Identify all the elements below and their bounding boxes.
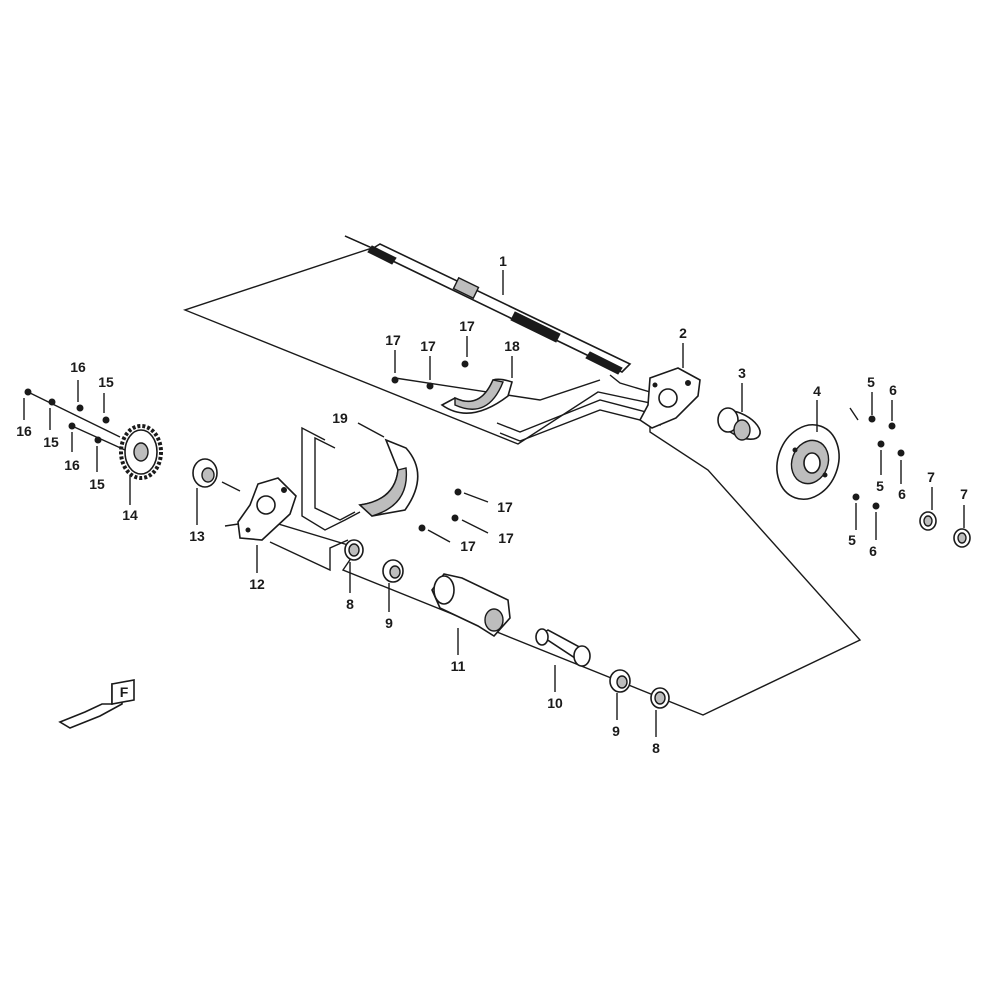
- callout-17c: 17: [459, 318, 475, 334]
- callout-17e: 17: [498, 530, 514, 546]
- callout-17d: 17: [497, 499, 513, 515]
- callout-17f: 17: [460, 538, 476, 554]
- callout-5a: 5: [867, 374, 875, 390]
- bracket-18-2-inner: [496, 399, 651, 433]
- hub-13: [192, 458, 241, 492]
- assembly-boundary: [182, 235, 862, 716]
- callout-12: 12: [249, 576, 265, 592]
- callout-3: 3: [738, 365, 746, 381]
- callout-8b: 8: [652, 740, 660, 756]
- sprocket-bolts: [24, 388, 126, 451]
- callout-16b: 16: [16, 423, 32, 439]
- bracket-plate-12: [237, 477, 297, 541]
- callout-13: 13: [189, 528, 205, 544]
- brake-disc-4: [776, 424, 840, 500]
- nut-7: [919, 511, 971, 548]
- callout-6b: 6: [898, 486, 906, 502]
- callout-18: 18: [504, 338, 520, 354]
- leader-lines: [23, 270, 965, 737]
- callout-9a: 9: [385, 615, 393, 631]
- callout-16c: 16: [64, 457, 80, 473]
- direction-letter: F: [120, 684, 129, 700]
- callout-19: 19: [332, 410, 348, 426]
- bearing-half-19: [358, 438, 419, 517]
- callout-7b: 7: [960, 486, 968, 502]
- callout-4: 4: [813, 383, 821, 399]
- spacer-10: [535, 628, 591, 667]
- axle-housing-11: [431, 573, 511, 638]
- callout-6c: 6: [869, 543, 877, 559]
- callout-17b: 17: [420, 338, 436, 354]
- bracket-19-12-inner: [314, 436, 356, 521]
- callout-2: 2: [679, 325, 687, 341]
- callout-labels: 1 2 3 4 5 5 5 6 6 6 7 7 8 8 9 9 10 11 12…: [16, 253, 968, 756]
- bearing-9: [382, 559, 631, 693]
- callout-15c: 15: [89, 476, 105, 492]
- callout-16a: 16: [70, 359, 86, 375]
- callout-8a: 8: [346, 596, 354, 612]
- callout-5c: 5: [848, 532, 856, 548]
- seal-8: [344, 539, 670, 709]
- front-direction-arrow: F: [58, 679, 135, 729]
- callout-14: 14: [122, 507, 138, 523]
- sprocket-14: [119, 424, 163, 480]
- hub-3: [717, 407, 761, 441]
- bracket-plate-2: [638, 367, 701, 429]
- callout-10: 10: [547, 695, 563, 711]
- callout-1: 1: [499, 253, 507, 269]
- callout-5b: 5: [876, 478, 884, 494]
- callout-11: 11: [451, 658, 466, 674]
- bearing-half-18: [440, 378, 513, 414]
- callout-17a: 17: [385, 332, 401, 348]
- callout-7a: 7: [927, 469, 935, 485]
- callout-9b: 9: [612, 723, 620, 739]
- bracket-12-8: [269, 539, 349, 572]
- group-boundary-top: [344, 235, 373, 249]
- disc-bolts: [849, 407, 905, 510]
- bolts-17: [391, 360, 469, 532]
- bracket-18-17: [394, 377, 601, 401]
- callout-15a: 15: [98, 374, 114, 390]
- callout-6a: 6: [889, 382, 897, 398]
- callout-15b: 15: [43, 434, 59, 450]
- bracket-19-12-outer: [301, 426, 361, 531]
- axle-shaft: [367, 243, 632, 375]
